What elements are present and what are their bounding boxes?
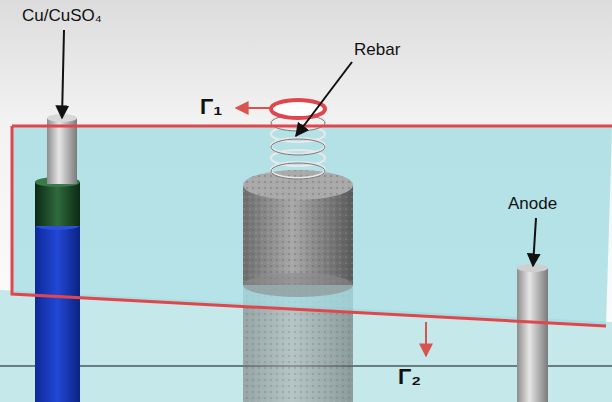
electrode-label: Cu/CuSO₄ (22, 6, 102, 26)
boundary-label: Γ₁ (200, 94, 222, 120)
boundary-label: Γ₂ (398, 364, 421, 390)
part-label: Rebar (354, 40, 400, 60)
part-label: Anode (508, 194, 557, 214)
